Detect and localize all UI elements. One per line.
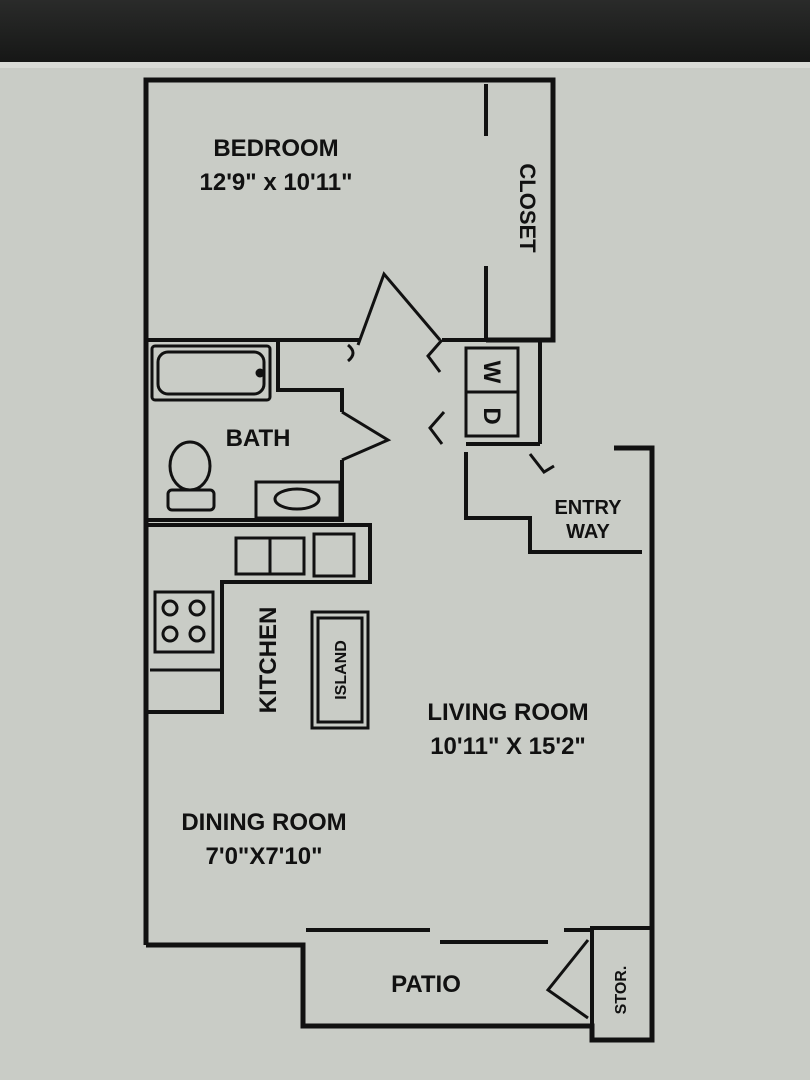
exterior-walls (143, 77, 655, 1043)
island-inner (316, 616, 364, 724)
bathtub-inner (156, 350, 266, 396)
laundry-door-lower (428, 411, 446, 445)
burner-3 (161, 625, 179, 643)
dryer-label: D (478, 407, 505, 424)
patio-label: PATIO (391, 971, 461, 998)
top-light-rule (0, 62, 810, 68)
fixtures (150, 344, 520, 730)
storage-door-swing (545, 939, 590, 1020)
bath-door-swing (341, 410, 392, 462)
living-room-size: 10'11" X 15'2" (430, 733, 586, 760)
interior-walls (146, 84, 652, 1026)
burner-4 (188, 625, 206, 643)
entry-door-swing (528, 453, 555, 474)
island-label: ISLAND (333, 640, 350, 700)
bedroom-door-swing (356, 271, 442, 346)
storage-label: STOR. (613, 966, 630, 1015)
burner-2 (188, 599, 206, 617)
vanity (254, 480, 342, 520)
tub-drain (255, 368, 265, 378)
washer-label: W (478, 361, 505, 384)
bedroom-door-hinge (347, 343, 355, 363)
closet-label: CLOSET (515, 163, 540, 253)
dining-room-size: 7'0"X7'10" (206, 843, 323, 870)
laundry-door-upper (426, 339, 444, 373)
kitchen-label: KITCHEN (255, 607, 282, 714)
burner-1 (161, 599, 179, 617)
toilet-tank (166, 488, 216, 512)
bath-label: BATH (226, 425, 291, 452)
living-room-label: LIVING ROOM (427, 699, 588, 726)
top-dark-band (0, 0, 810, 62)
laundry-wall (442, 338, 542, 444)
island-outline (310, 610, 370, 730)
sink (273, 487, 321, 511)
entry-label-1: ENTRY (554, 497, 622, 519)
stove (153, 590, 215, 654)
kitchen-counter-wall (146, 523, 372, 714)
wall-dining-bottom (146, 445, 655, 1043)
entry-wall (464, 452, 642, 554)
bath-wall (276, 340, 344, 412)
bathtub (150, 344, 272, 402)
dining-room-label: DINING ROOM (181, 809, 346, 836)
bedroom-size: 12'9" x 10'11" (200, 169, 353, 196)
entry-label-2: WAY (566, 521, 610, 543)
fridge (312, 532, 356, 578)
bedroom-label: BEDROOM (213, 135, 338, 162)
bath-lower-wall (146, 460, 344, 522)
door-swings (341, 271, 590, 1020)
toilet-bowl (168, 440, 212, 492)
